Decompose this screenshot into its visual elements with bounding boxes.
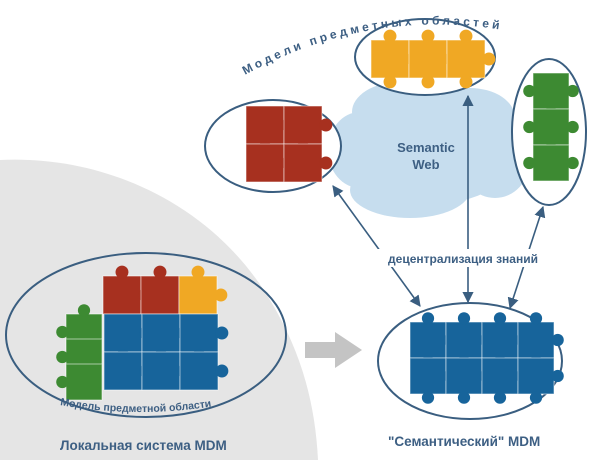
local-domain-ellipse xyxy=(5,252,287,418)
puzzle-group-green xyxy=(523,72,579,182)
puzzle-semantic-blue-piece xyxy=(409,357,456,404)
decentralization-label-bg xyxy=(376,249,550,267)
local-mdm-caption: Локальная система MDM xyxy=(60,438,227,453)
puzzle-local-blue-piece xyxy=(179,351,229,391)
puzzle-orange-piece xyxy=(370,29,420,89)
puzzle-local-orange-piece xyxy=(178,265,228,315)
puzzle-group-orange xyxy=(370,29,496,89)
puzzle-orange-piece xyxy=(446,29,496,89)
puzzle-group-semantic xyxy=(409,312,564,404)
decentralization-label: децентрализация знаний xyxy=(388,252,538,266)
puzzle-group-red xyxy=(245,105,333,183)
semantic-web-label-line2: Web xyxy=(412,157,439,172)
puzzle-semantic-blue-piece xyxy=(445,357,492,404)
puzzle-local-red-piece xyxy=(140,265,180,315)
semantic-mdm-caption: "Семантический" MDM xyxy=(388,434,541,449)
puzzle-group-local xyxy=(56,265,229,401)
right-arrow-icon xyxy=(305,332,362,368)
puzzle-green-piece xyxy=(523,144,579,182)
puzzle-red-piece xyxy=(283,143,333,183)
puzzle-semantic-blue-piece xyxy=(517,357,564,404)
arrow-red-to-semantic xyxy=(332,185,421,307)
puzzle-local-green-piece xyxy=(56,363,103,401)
semantic-web-label-line1: Semantic xyxy=(397,140,455,155)
